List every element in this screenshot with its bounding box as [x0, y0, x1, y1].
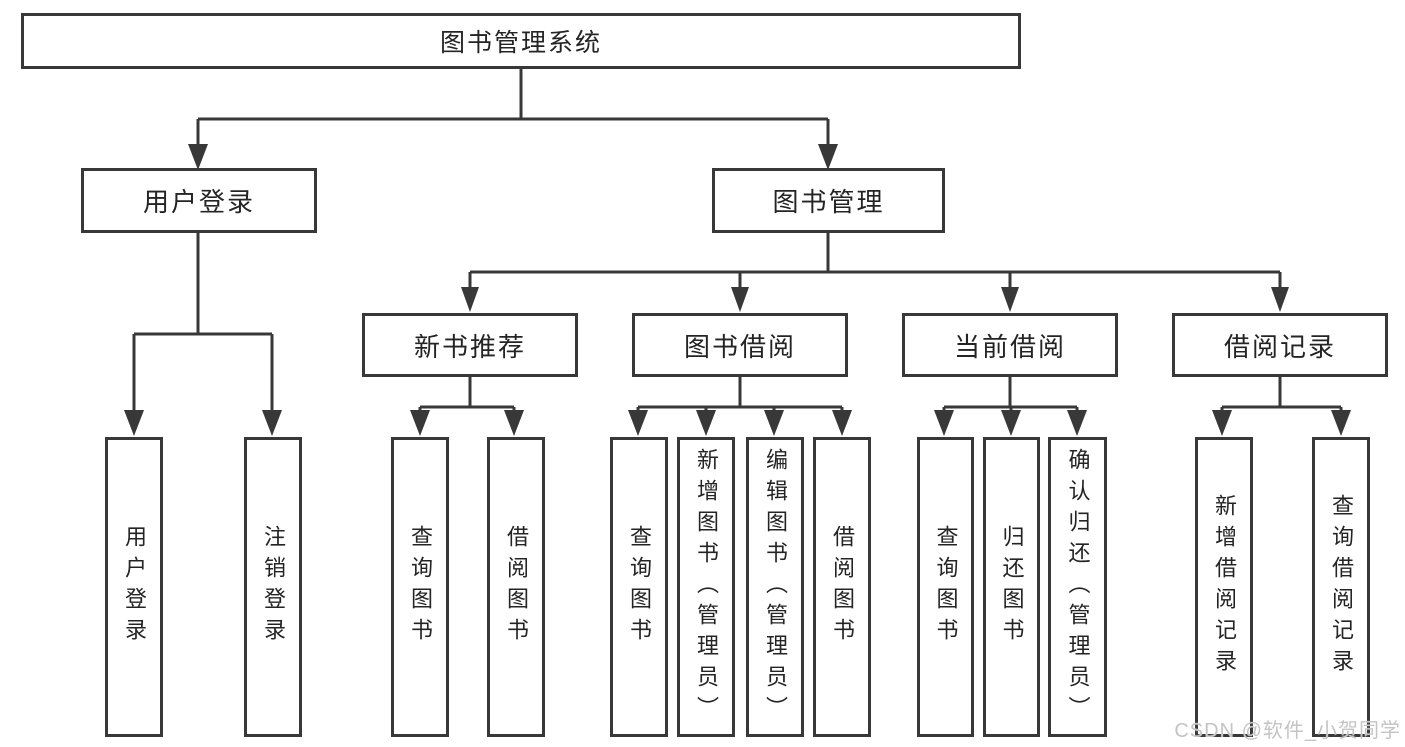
- leaf-borrow-add-books-admin: 新增图书（管理员）: [677, 437, 735, 737]
- leaf-borrow-borrow-books: 借阅图书: [813, 437, 871, 737]
- arrow-icon: [628, 410, 648, 436]
- leaf-newrec-query-books-label: 查询图书: [408, 525, 433, 649]
- leaf-current-query-books-label: 查询图书: [933, 525, 959, 649]
- connector-newrec-to-children: [418, 377, 516, 414]
- leaf-current-confirm-return-admin-label: 确认归还（管理员）: [1065, 447, 1091, 727]
- leaf-newrec-borrow-books: 借阅图书: [487, 437, 545, 737]
- connector-borrowrecord-to-children: [1220, 377, 1343, 414]
- leaf-borrow-query-books-label: 查询图书: [627, 525, 652, 649]
- leaf-user-login-label: 用户登录: [122, 525, 147, 649]
- node-user-login-label: 用户登录: [142, 187, 255, 217]
- connector-bookmgmt-to-level3: [468, 233, 1282, 290]
- connector-userlogin-to-children: [132, 233, 274, 413]
- leaf-current-confirm-return-admin: 确认归还（管理员）: [1048, 437, 1107, 737]
- arrow-icon: [696, 410, 716, 436]
- connector-root-to-level2: [196, 69, 830, 148]
- arrow-icon: [1067, 410, 1087, 436]
- connector-currentborrow-to-children: [942, 377, 1079, 414]
- arrow-icon: [1331, 410, 1351, 436]
- node-borrow-record: 借阅记录: [1172, 313, 1388, 377]
- node-book-management: 图书管理: [712, 168, 945, 233]
- arrow-icon: [818, 144, 838, 170]
- arrow-icon: [1001, 410, 1021, 436]
- leaf-newrec-query-books: 查询图书: [391, 437, 449, 737]
- arrow-icon: [504, 410, 524, 436]
- arrow-icon: [1212, 410, 1232, 436]
- leaf-record-add-borrow-record-label: 新增借阅记录: [1212, 494, 1237, 680]
- leaf-current-return-books-label: 归还图书: [999, 525, 1025, 649]
- node-root-label: 图书管理系统: [439, 29, 602, 57]
- node-current-borrow-label: 当前借阅: [953, 331, 1066, 362]
- node-new-book-recommend-label: 新书推荐: [413, 331, 526, 362]
- leaf-current-query-books: 查询图书: [917, 437, 974, 737]
- leaf-newrec-borrow-books-label: 借阅图书: [504, 525, 529, 649]
- leaf-logout: 注销登录: [244, 437, 302, 737]
- arrow-icon: [832, 410, 852, 436]
- leaf-borrow-add-books-admin-label: 新增图书（管理员）: [694, 447, 719, 727]
- leaf-user-login: 用户登录: [105, 437, 163, 737]
- arrow-icon: [410, 410, 430, 436]
- leaf-borrow-query-books: 查询图书: [610, 437, 668, 737]
- node-root: 图书管理系统: [21, 13, 1021, 69]
- leaf-borrow-borrow-books-label: 借阅图书: [830, 525, 855, 649]
- arrow-icon: [461, 287, 479, 312]
- arrow-icon: [124, 410, 144, 436]
- leaf-record-query-borrow-record: 查询借阅记录: [1312, 437, 1370, 737]
- arrow-icon: [764, 410, 784, 436]
- leaf-current-return-books: 归还图书: [983, 437, 1040, 737]
- node-new-book-recommend: 新书推荐: [362, 313, 578, 377]
- node-user-login: 用户登录: [81, 168, 317, 233]
- node-book-borrow-label: 图书借阅: [683, 331, 796, 362]
- leaf-record-add-borrow-record: 新增借阅记录: [1195, 437, 1253, 737]
- arrow-icon: [731, 287, 749, 312]
- csdn-watermark: CSDN @软件_小贺同学: [1174, 720, 1401, 742]
- arrow-icon: [1271, 287, 1289, 312]
- connector-bookborrow-to-children: [636, 377, 844, 414]
- node-book-management-label: 图书管理: [772, 187, 885, 217]
- leaf-borrow-edit-books-admin: 编辑图书（管理员）: [746, 437, 804, 737]
- leaf-logout-label: 注销登录: [261, 525, 286, 649]
- arrowheads: [124, 144, 1351, 436]
- arrow-icon: [934, 410, 954, 436]
- arrow-icon: [262, 410, 282, 436]
- leaf-record-query-borrow-record-label: 查询借阅记录: [1329, 494, 1354, 680]
- arrow-icon: [188, 144, 208, 170]
- node-current-borrow: 当前借阅: [902, 313, 1118, 377]
- node-borrow-record-label: 借阅记录: [1223, 331, 1336, 362]
- node-book-borrow: 图书借阅: [632, 313, 848, 377]
- leaf-borrow-edit-books-admin-label: 编辑图书（管理员）: [763, 447, 788, 727]
- arrow-icon: [1001, 287, 1019, 312]
